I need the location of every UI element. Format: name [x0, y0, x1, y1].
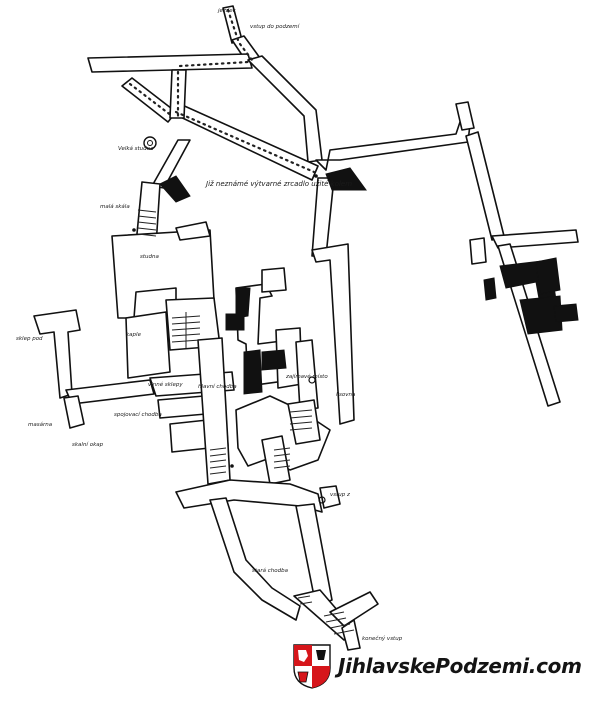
- map-labels: jezdec vstup do podzemí Velká studna Již…: [16, 8, 403, 642]
- label-konecny-vstup: konečný vstup: [362, 635, 403, 642]
- well-icon-lower: [318, 496, 326, 504]
- label-masarna: masárna: [28, 421, 53, 428]
- marker-dot: [314, 174, 318, 178]
- label-spojovaci-chodba: spojovací chodba: [114, 411, 162, 418]
- label-hlavni-chodba: hlavní chodba: [198, 383, 237, 390]
- label-nadvorni-studna: Velká studna: [118, 145, 154, 152]
- town-shield-logo: [293, 644, 331, 689]
- label-vstup-z: vstup z: [330, 492, 350, 498]
- dotted-paths: [128, 8, 316, 174]
- staircases: [137, 209, 355, 635]
- label-jiz-nezname: Již neznámé výtvarné zrcadlo užité kolem: [204, 180, 352, 188]
- well-icon: [143, 136, 157, 150]
- label-vinne-sklepy: vinné sklepy: [148, 381, 183, 388]
- well-icon-right: [308, 376, 316, 384]
- label-stara-chodba: stará chodba: [252, 567, 289, 574]
- marker-dot: [230, 464, 234, 468]
- map-markers: [132, 136, 326, 504]
- label-skalni-okap: skalní okap: [72, 441, 104, 448]
- site-name: JihlavskePodzemi.com: [338, 654, 582, 678]
- marker-dot: [132, 228, 136, 232]
- label-sklep-ped: sklep pod: [16, 336, 43, 342]
- site-watermark: JihlavskePodzemi.com: [290, 642, 590, 690]
- label-studna: studna: [140, 254, 159, 260]
- label-vstup-do-podzemi: vstup do podzemí: [250, 23, 301, 30]
- label-kaple: kaple: [126, 332, 142, 338]
- label-mala-skala: malá skála: [100, 203, 130, 210]
- label-lisovna: lisovna: [336, 392, 356, 398]
- well-icon-inner: [147, 140, 153, 146]
- label-zajimave-misto: zajímavé místo: [285, 373, 328, 380]
- tunnel-network: [33, 5, 579, 651]
- filled-sections: [159, 167, 579, 395]
- label-jezdecka: jezdec: [217, 8, 236, 14]
